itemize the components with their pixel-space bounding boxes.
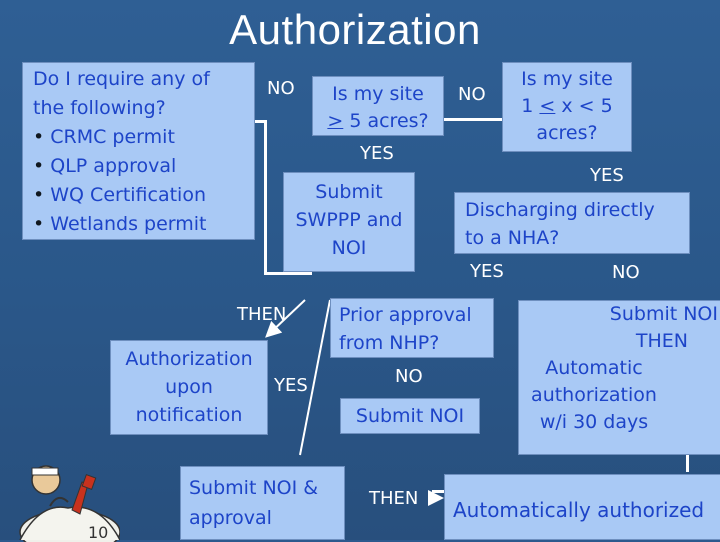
site-1-to-5-acres-box: Is my site 1 < x < 5 acres? xyxy=(502,62,632,152)
label-no-site5: NO xyxy=(458,84,486,105)
requirements-box: Do I require any of the following? • CRM… xyxy=(22,62,255,240)
nha-line2: to a NHA? xyxy=(465,227,560,249)
approval-line2: approval xyxy=(189,507,272,529)
submit-noi-middle-label: Submit NOI xyxy=(355,405,465,427)
automatically-authorized-box: Automatically authorized xyxy=(444,474,720,540)
swppp-line1: Submit xyxy=(315,181,383,203)
site1to5-line2: 1 < x < 5 xyxy=(521,95,613,117)
automatic-line1: Automatic xyxy=(545,357,643,379)
submit-noi-middle-box: Submit NOI xyxy=(340,398,480,434)
site1to5-line1: Is my site xyxy=(521,68,613,90)
label-yes-site1to5: YES xyxy=(590,165,624,186)
upon-line1: Authorization xyxy=(125,348,253,370)
site5-line1: Is my site xyxy=(332,83,424,105)
requirement-item: • WQ Certification xyxy=(33,184,206,206)
automatic-authorization-box: Submit NOI THEN Automatic authorization … xyxy=(518,300,720,455)
automatic-line3: w/i 30 days xyxy=(539,411,649,433)
cartoon-character-illustration: 10 xyxy=(19,465,120,542)
authorization-upon-notification-box: Authorization upon notification xyxy=(110,340,268,435)
swppp-line3: NOI xyxy=(331,237,367,259)
nhp-line2: from NHP? xyxy=(339,332,440,354)
label-no-nha: NO xyxy=(612,262,640,283)
swppp-line2: SWPPP and xyxy=(295,209,403,231)
nha-line1: Discharging directly xyxy=(465,199,655,221)
connector-line xyxy=(255,120,267,123)
connector-line xyxy=(444,118,502,121)
label-then-bottom: THEN xyxy=(369,488,419,509)
page-title: Authorization xyxy=(229,6,481,53)
connector-line xyxy=(686,440,689,472)
label-yes-nhp: YES xyxy=(274,375,308,396)
upon-line2: upon xyxy=(165,376,213,398)
then-right-label: THEN xyxy=(635,330,688,352)
submit-swppp-box: Submit SWPPP and NOI xyxy=(283,172,415,272)
requirement-item: • QLP approval xyxy=(33,155,177,177)
connector-line xyxy=(264,120,267,275)
requirement-item: • CRMC permit xyxy=(33,126,175,148)
label-then-left: THEN xyxy=(237,304,287,325)
site-over-5-acres-box: Is my site > 5 acres? xyxy=(312,76,444,136)
requirement-item: • Wetlands permit xyxy=(33,213,207,235)
requirements-question: Do I require any of the following? xyxy=(33,68,210,119)
svg-text:10: 10 xyxy=(88,523,108,542)
label-yes-nha: YES xyxy=(470,261,504,282)
upon-line3: notification xyxy=(135,404,243,426)
connector-line xyxy=(264,272,312,275)
site5-line2: > 5 acres? xyxy=(327,110,429,132)
label-no-nhp: NO xyxy=(395,366,423,387)
submit-noi-right-label: Submit NOI xyxy=(609,303,718,325)
submit-noi-approval-box: Submit NOI & approval xyxy=(180,466,345,540)
nhp-line1: Prior approval xyxy=(339,304,472,326)
prior-approval-nhp-box: Prior approval from NHP? xyxy=(330,298,494,358)
label-yes-site5: YES xyxy=(360,143,394,164)
site1to5-line3: acres? xyxy=(536,122,598,144)
approval-line1: Submit NOI & xyxy=(189,477,319,499)
automatic-line2: authorization xyxy=(531,384,657,406)
label-no-requirements: NO xyxy=(267,78,295,99)
discharging-nha-box: Discharging directly to a NHA? xyxy=(454,192,690,254)
automatically-authorized-label: Automatically authorized xyxy=(453,498,705,522)
